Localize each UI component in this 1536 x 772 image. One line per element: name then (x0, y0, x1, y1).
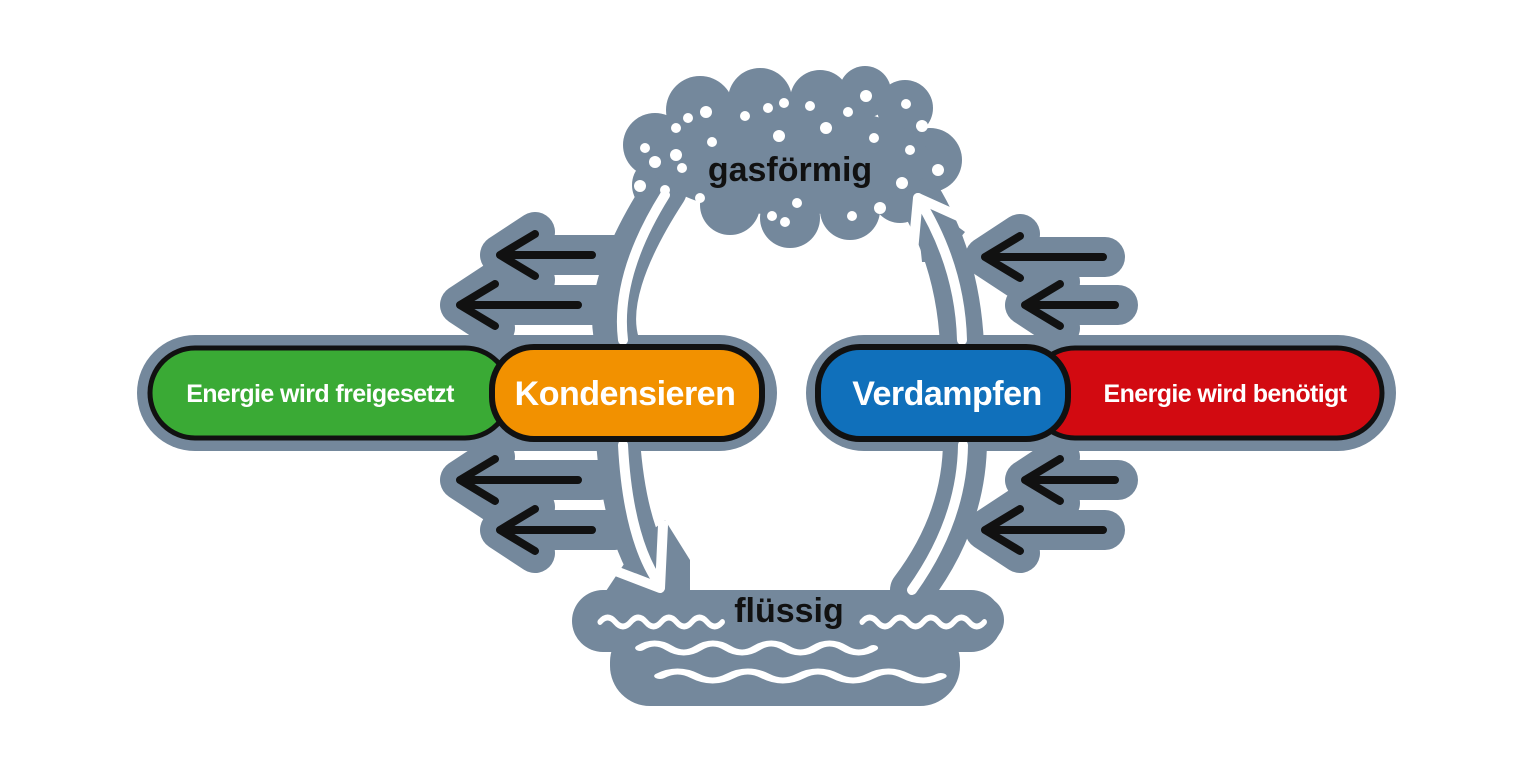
state-liquid-label: flüssig (734, 592, 844, 630)
arrow-left-icon (456, 455, 582, 505)
cycle-arrowhead-up (907, 193, 983, 267)
cycle-arrows (595, 190, 983, 595)
energy-arrows-left (456, 230, 596, 555)
state-gas-label: gasförmig (708, 151, 872, 189)
gas-cloud (623, 66, 965, 262)
arrow-left-icon (1021, 280, 1119, 330)
gas-particles-icon (634, 90, 944, 227)
condense-box (489, 344, 765, 442)
arrow-left-icon (496, 230, 596, 280)
cycle-arrowhead-down (595, 520, 668, 593)
arrow-left-icon (981, 232, 1107, 282)
cycle-arrow-liquid-to-gas-upper (913, 193, 967, 345)
evaporate-box (815, 344, 1071, 442)
process-condense-label: Kondensieren (515, 375, 736, 413)
energy-released-label: Energie wird freigesetzt (186, 380, 455, 408)
energy-arrows-right (981, 232, 1119, 555)
liquid-pool (572, 520, 1004, 706)
cycle-arrow-gas-to-liquid-lower (618, 440, 665, 590)
process-evaporate-label: Verdampfen (852, 375, 1042, 413)
energy-required-label: Energie wird benötigt (1104, 380, 1348, 408)
arrow-left-icon (981, 505, 1107, 555)
cycle-arrow-gas-to-liquid-upper (616, 190, 670, 345)
arrow-left-icon (1021, 455, 1119, 505)
cycle-arrow-liquid-to-gas-lower (907, 440, 968, 595)
arrow-left-icon (456, 280, 582, 330)
arrow-left-icon (496, 505, 596, 555)
